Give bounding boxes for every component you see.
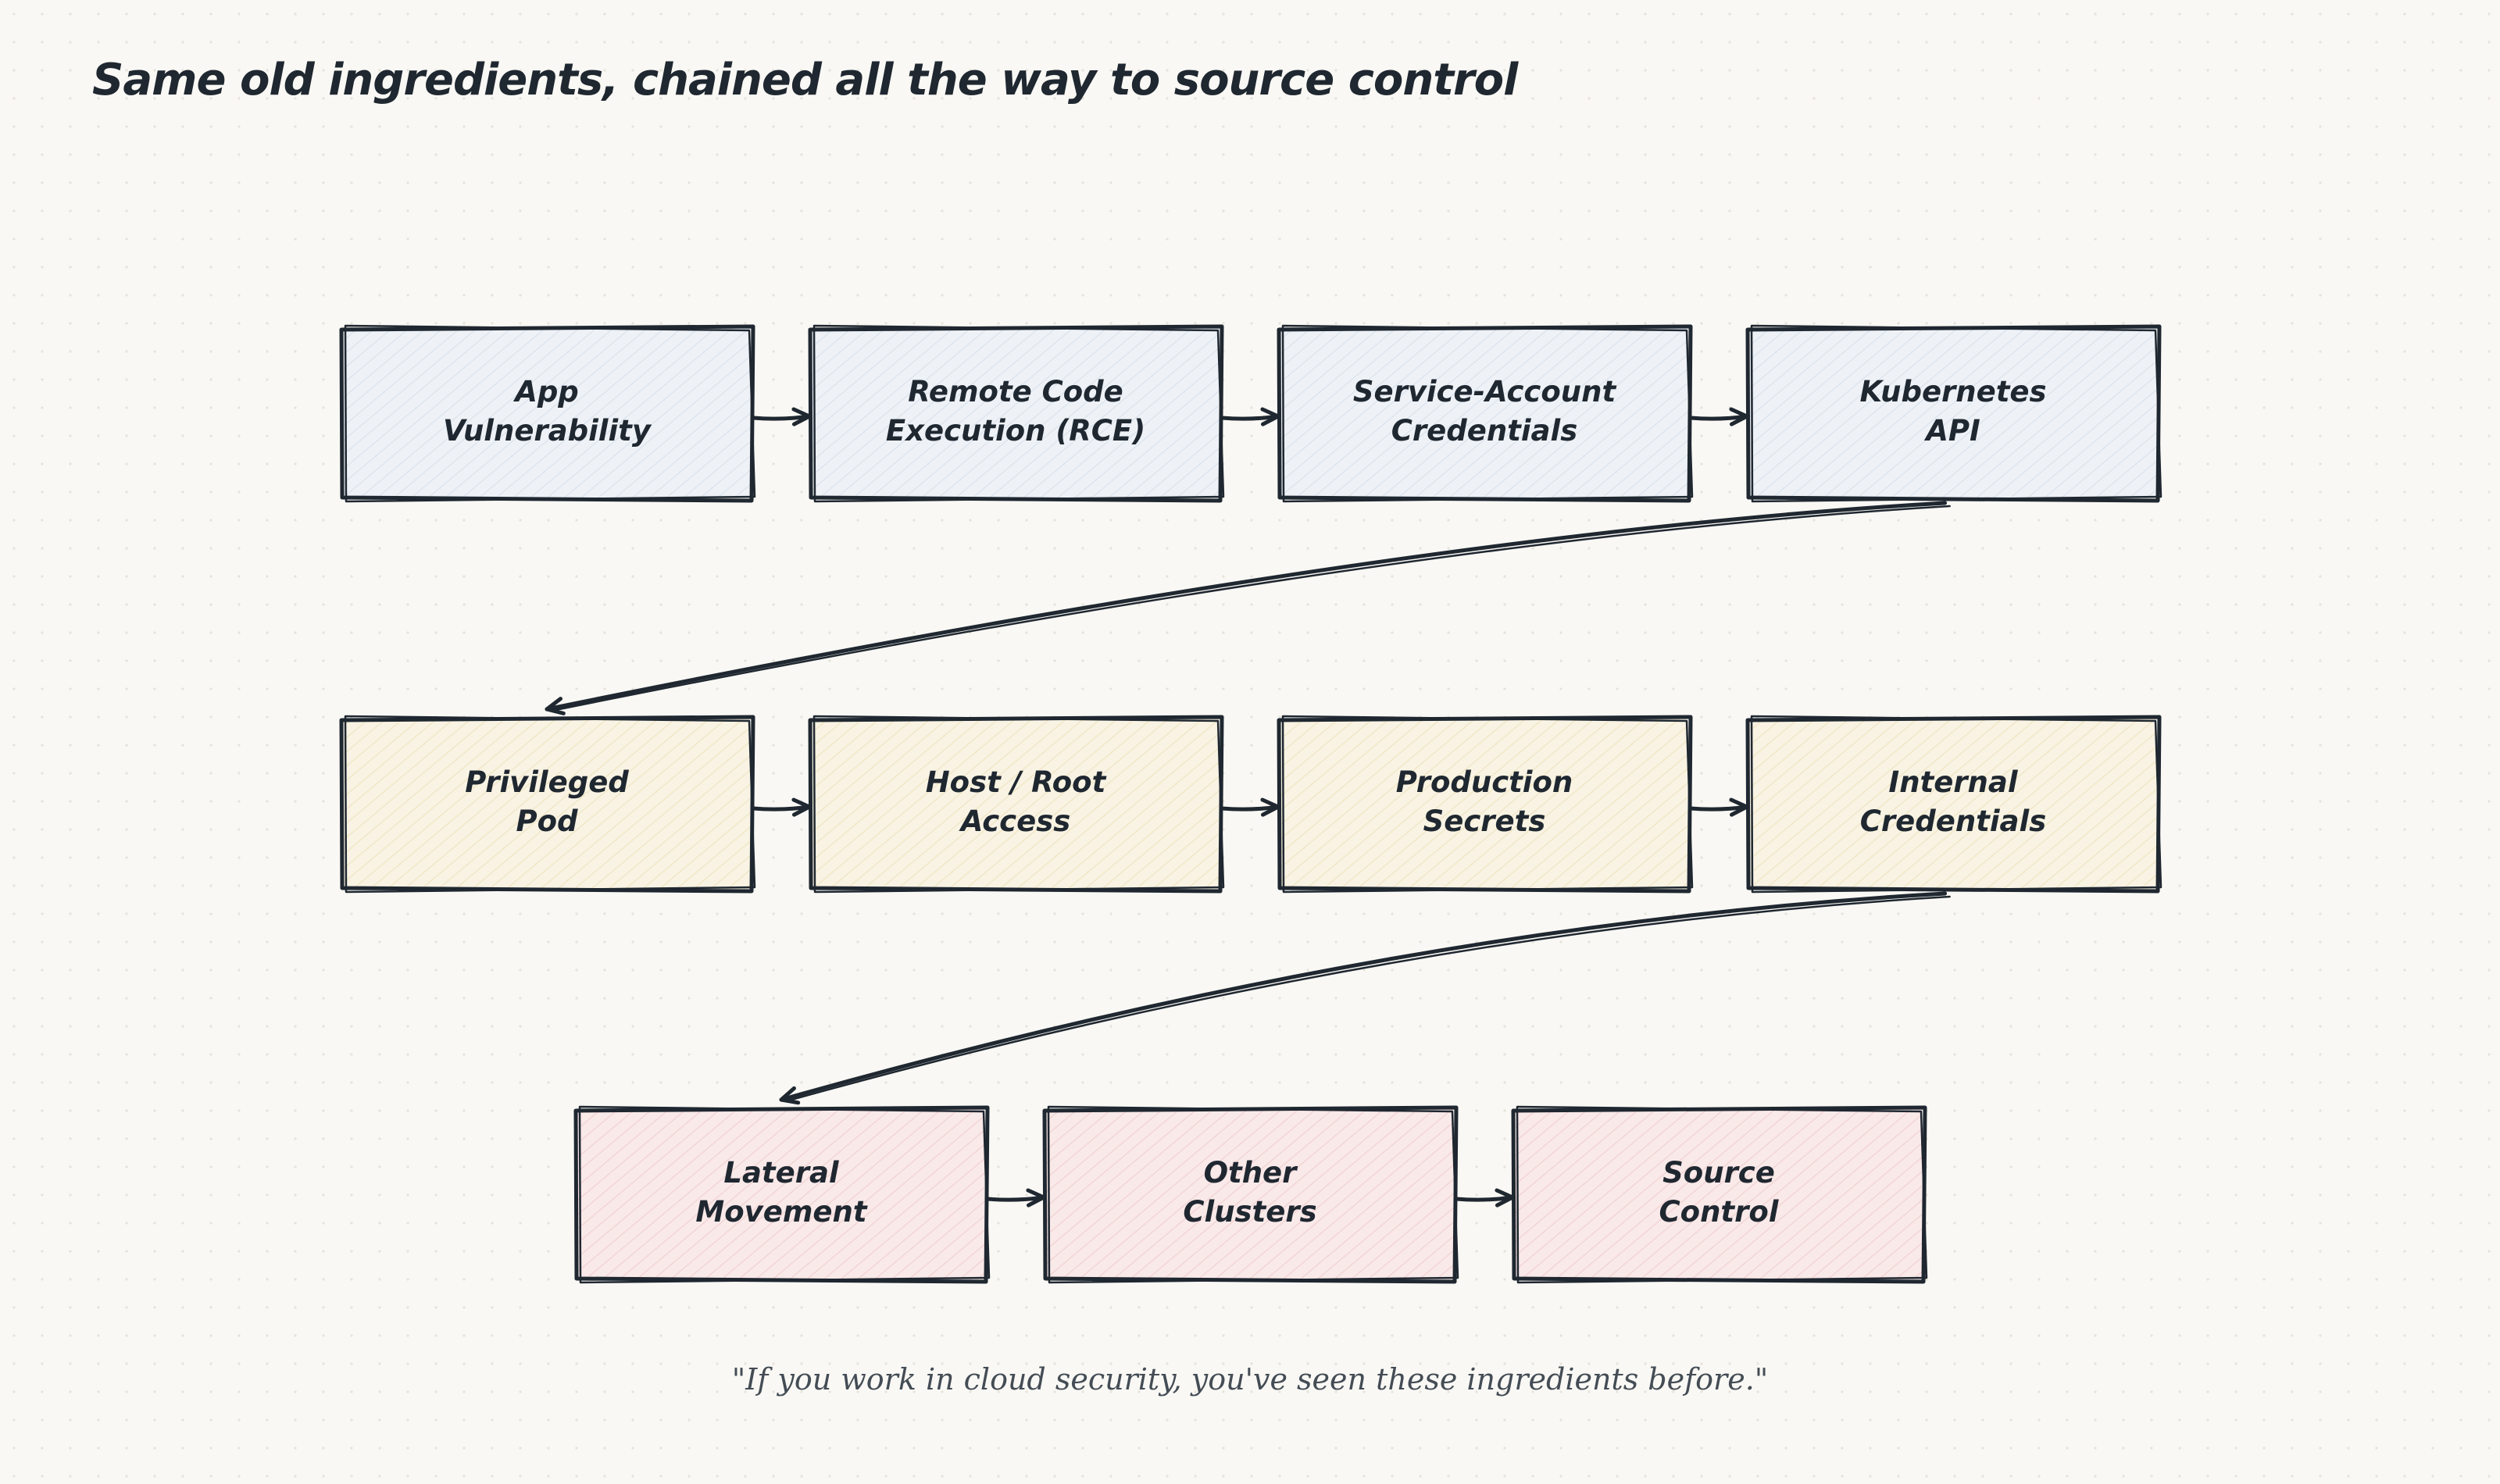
node-outline-sketch — [1516, 1105, 1928, 1284]
node-outline — [808, 324, 1224, 503]
node-outline — [1511, 1105, 1927, 1284]
edge-host-root-access-to-production-secrets — [1220, 797, 1280, 817]
node-outline — [573, 1105, 990, 1284]
node-box — [1047, 1109, 1453, 1279]
node-label: Source — [1662, 1156, 1775, 1190]
node-label: Kubernetes — [1859, 375, 2046, 408]
node-outline-sketch — [1281, 715, 1694, 894]
node-outline — [1042, 1105, 1459, 1284]
node-outline-sketch — [578, 1105, 991, 1284]
edge-internal-credentials-to-lateral-movement — [779, 891, 1951, 1105]
node-label: Clusters — [1183, 1195, 1316, 1229]
arrow-line — [1220, 414, 1280, 421]
diagram-title: Same old ingredients, chained all the wa… — [92, 55, 1518, 105]
node-box — [1750, 719, 2156, 889]
node-label: Pod — [516, 804, 578, 838]
arrow-line — [1220, 804, 1280, 812]
arrow-line-sketch — [784, 895, 1951, 1103]
arrow-line — [1454, 1195, 1515, 1202]
node-outline-sketch — [1047, 1105, 1459, 1284]
arrow-line — [751, 804, 812, 812]
arrow-line — [751, 414, 812, 421]
node-label: Host / Root — [926, 765, 1107, 799]
edge-privileged-pod-to-host-root-access — [751, 797, 812, 817]
node-label: Other — [1204, 1156, 1299, 1190]
node-outline — [1745, 715, 2162, 894]
node-box — [1516, 1109, 1922, 1279]
edge-kubernetes-api-to-privileged-pod — [545, 501, 1951, 715]
node-label: Credentials — [1860, 804, 2046, 838]
node-box — [1750, 328, 2156, 498]
node-outline — [1277, 715, 1693, 894]
arrow-line — [545, 501, 1948, 712]
node-outline-sketch — [1281, 324, 1694, 503]
node-box — [344, 719, 750, 889]
node-label: API — [1923, 414, 1980, 448]
node-label: Access — [959, 804, 1071, 838]
edges-layer — [545, 407, 1951, 1208]
node-label: Privileged — [465, 765, 629, 799]
edge-service-account-credentials-to-kubernetes-api — [1688, 407, 1749, 426]
node-label: Vulnerability — [443, 414, 652, 448]
node-label: Secrets — [1423, 804, 1546, 838]
arrow-line — [779, 891, 1948, 1102]
node-outline-sketch — [812, 324, 1225, 503]
edge-app-vulnerability-to-rce — [751, 407, 812, 426]
node-outline-sketch — [344, 715, 756, 894]
node-label: Internal — [1888, 765, 2018, 799]
node-label: Remote Code — [908, 375, 1123, 408]
node-outline-sketch — [344, 324, 756, 503]
node-box — [1281, 328, 1688, 498]
node-outline — [1277, 324, 1693, 503]
edge-lateral-movement-to-other-clusters — [985, 1188, 1046, 1208]
node-box — [344, 328, 750, 498]
node-outline-sketch — [1750, 715, 2162, 894]
node-outline-sketch — [1750, 324, 2162, 503]
node-label: Control — [1659, 1195, 1780, 1229]
node-label: Execution (RCE) — [886, 414, 1145, 448]
arrow-head — [545, 697, 566, 715]
node-label: Production — [1396, 765, 1573, 799]
edge-other-clusters-to-source-control — [1454, 1188, 1515, 1208]
node-box — [578, 1109, 984, 1279]
node-box — [812, 328, 1219, 498]
node-outline — [1745, 324, 2162, 503]
footer-quote: "If you work in cloud security, you've s… — [731, 1362, 1769, 1397]
node-box — [1281, 719, 1688, 889]
node-label: Service-Account — [1353, 375, 1617, 408]
edge-rce-to-service-account-credentials — [1220, 407, 1280, 426]
arrow-line — [1688, 414, 1749, 421]
arrow-line — [985, 1195, 1046, 1202]
node-label: App — [512, 375, 579, 408]
node-label: Lateral — [723, 1156, 840, 1190]
node-outline — [339, 715, 755, 894]
edge-production-secrets-to-internal-credentials — [1688, 797, 1749, 817]
node-box — [812, 719, 1219, 889]
node-label: Movement — [695, 1195, 867, 1229]
arrow-line — [1688, 804, 1749, 812]
node-label: Credentials — [1391, 414, 1577, 448]
node-outline — [339, 324, 755, 503]
node-outline-sketch — [812, 715, 1225, 894]
arrow-head — [779, 1086, 801, 1105]
node-outline — [808, 715, 1224, 894]
arrow-line-sketch — [550, 505, 1951, 712]
